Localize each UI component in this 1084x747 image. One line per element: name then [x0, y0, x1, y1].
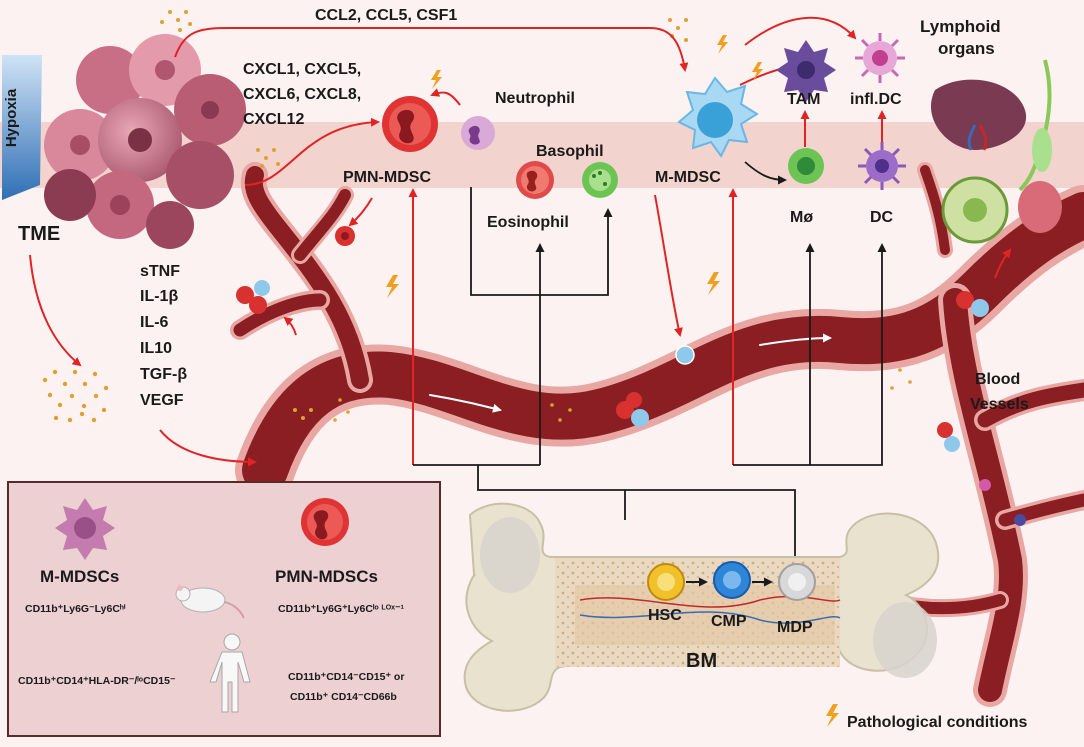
m-mdsc-legend-icon [55, 498, 115, 560]
infl-dc-label: infl.DC [850, 91, 902, 108]
dc-cell [858, 142, 906, 190]
mdp-label: MDP [777, 619, 813, 636]
human-icon [209, 633, 251, 713]
lightning-icons [386, 35, 839, 727]
lymphoid-organs-label-line: organs [938, 39, 995, 58]
vessel-particles [333, 368, 912, 422]
m-mdsc-cell [677, 76, 759, 158]
infl-dc-cell [855, 33, 905, 83]
macrophage-label: Mø [790, 209, 813, 226]
hypoxia-label: Hypoxia [3, 88, 20, 147]
legend-mouse-pmn-markers: CD11b⁺Ly6G⁺Ly6Cˡᵒ ᴸᴼˣ⁻¹ [278, 603, 405, 615]
m-mdsc-label: M-MDSC [655, 169, 721, 186]
legend-box: M-MDSCs PMN-MDSCs CD11b⁺Ly6G⁻Ly6Cʰⁱ CD11… [7, 481, 441, 737]
hypoxia-gradient: Hypoxia [2, 55, 42, 200]
neutrophil-cell [461, 116, 495, 150]
legend-human-m-markers: CD11b⁺CD14⁺HLA-DR⁻/ˡᵒCD15⁻ [18, 675, 176, 687]
eosinophil-cell [516, 161, 554, 199]
tam-cell [776, 40, 836, 102]
hsc-label: HSC [648, 607, 682, 624]
mdp-cell [778, 563, 816, 601]
mouse-icon [175, 585, 245, 619]
chemokine-line: CXCL12 [243, 111, 304, 128]
blood-vessels [230, 162, 1084, 707]
cytokine-list: sTNF IL-1β IL-6 IL10 TGF-β VEGF [140, 263, 187, 409]
tumor-mass [44, 34, 246, 249]
lightning-icon [752, 62, 763, 81]
eosinophil-label: Eosinophil [487, 214, 569, 231]
pmn-mdsc-label: PMN-MDSC [343, 169, 431, 186]
cmp-label: CMP [711, 613, 747, 630]
basophil-cell [582, 162, 618, 198]
lymphoid-organs-label-line: Lymphoid [920, 17, 1001, 36]
lymphoid-organs [930, 59, 1062, 244]
legend-pmn-mdsc-title: PMN-MDSCs [275, 567, 378, 586]
cytokine-item: VEGF [140, 392, 184, 409]
pathological-conditions-label: Pathological conditions [847, 714, 1028, 731]
legend-m-mdsc-title: M-MDSCs [40, 567, 119, 586]
legend-human-pmn-markers-2: CD11b⁺ CD14⁻CD66b [290, 691, 397, 703]
chemokines-top-label: CCL2, CCL5, CSF1 [315, 7, 457, 24]
cytokine-item: TGF-β [140, 366, 187, 383]
pmn-mdsc-cell [382, 96, 438, 152]
tme-label: TME [18, 223, 60, 245]
lightning-icon [431, 70, 442, 89]
cytokine-item: sTNF [140, 263, 180, 280]
cytokine-item: IL10 [140, 340, 172, 357]
black-arrows [413, 161, 887, 562]
legend-human-pmn-markers-1: CD11b⁺CD14⁻CD15⁺ or [288, 671, 404, 683]
circulating-cells [236, 226, 1026, 526]
cytokine-particles [42, 10, 688, 423]
lightning-icon [707, 272, 720, 295]
chemokine-line: CXCL6, CXCL8, [243, 86, 361, 103]
legend-mouse-m-markers: CD11b⁺Ly6G⁻Ly6Cʰⁱ [25, 602, 126, 615]
blood-vessels-label-line: Vessels [970, 396, 1029, 413]
cmp-cell [713, 561, 751, 599]
bm-label: BM [686, 650, 717, 672]
cytokine-item: IL-1β [140, 288, 178, 305]
cytokine-item: IL-6 [140, 314, 169, 331]
lightning-icon [717, 35, 728, 54]
neutrophil-label: Neutrophil [495, 90, 575, 107]
pmn-mdsc-legend-icon [301, 498, 349, 546]
blood-vessels-label-line: Blood [975, 371, 1020, 388]
macrophage-cell [788, 148, 824, 184]
lightning-icon [826, 704, 839, 727]
red-arrows [29, 16, 1012, 467]
chemokine-line: CXCL1, CXCL5, [243, 61, 361, 78]
basophil-label: Basophil [536, 143, 604, 160]
hsc-cell [647, 563, 685, 601]
tam-label: TAM [787, 91, 820, 108]
dc-label: DC [870, 209, 894, 226]
chemokines-left-list: CXCL1, CXCL5, CXCL6, CXCL8, CXCL12 [243, 61, 361, 128]
lightning-icon [386, 275, 399, 298]
